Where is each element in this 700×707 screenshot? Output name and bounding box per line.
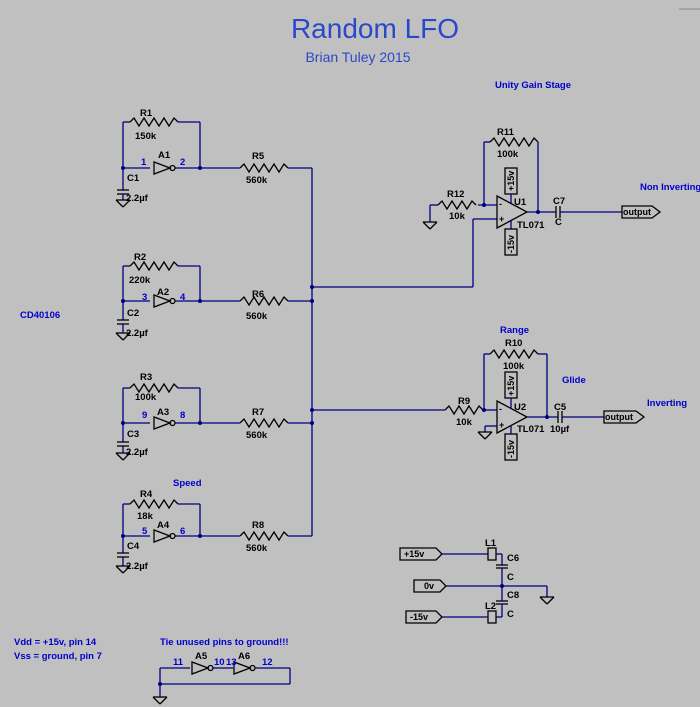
c7-ref: C7 — [553, 196, 565, 207]
glide-note: Glide — [562, 375, 586, 386]
r1-value: 150k — [135, 131, 157, 142]
a2-pin-in: 3 — [142, 292, 147, 303]
r2-ref: R2 — [134, 252, 146, 263]
schematic-subtitle: Brian Tuley 2015 — [305, 49, 410, 65]
c3-ref: C3 — [127, 429, 139, 440]
speed-note: Speed — [173, 478, 202, 489]
u1-vminus: -15v — [506, 235, 516, 253]
chip-note: CD40106 — [20, 310, 60, 321]
r5-ref: R5 — [252, 151, 265, 162]
l2-ref: L2 — [485, 601, 496, 612]
c7-value: C — [555, 217, 562, 228]
c4-value: 2.2µf — [126, 561, 149, 572]
unity-gain-note: Unity Gain Stage — [495, 80, 571, 91]
tie-unused-note: Tie unused pins to ground!!! — [160, 637, 289, 648]
a1-pin-out: 2 — [180, 157, 185, 168]
output-port-2: output — [605, 412, 633, 422]
c2-ref: C2 — [127, 308, 139, 319]
c8-value: C — [507, 609, 514, 620]
c5-value: 10µf — [550, 424, 570, 435]
u1-stage: - + +15v -15v U1 TL071 R11 100k R12 10k … — [422, 127, 662, 256]
a3-pin-out: 8 — [180, 410, 185, 421]
c5-ref: C5 — [554, 402, 567, 413]
vdd-note: Vdd = +15v, pin 14 — [14, 637, 97, 648]
c1-ref: C1 — [127, 173, 140, 184]
l1-ref: L1 — [485, 538, 497, 549]
r7-ref: R7 — [252, 407, 264, 418]
r8-value: 560k — [246, 543, 268, 554]
r7-value: 560k — [246, 430, 268, 441]
a5-pin-in: 11 — [173, 657, 184, 668]
c8-ref: C8 — [507, 590, 519, 601]
u2-model: TL071 — [517, 424, 545, 435]
u1-ref: U1 — [514, 197, 527, 208]
c2-value: 2.2µf — [126, 328, 149, 339]
u1-model: TL071 — [517, 220, 545, 231]
a1-ref: A1 — [158, 150, 171, 161]
u2-stage: - + +15v -15v U2 TL071 R10 100k R9 10k C… — [444, 338, 646, 461]
svg-text:-: - — [499, 404, 502, 414]
svg-text:+: + — [499, 214, 504, 224]
r11-ref: R11 — [497, 127, 515, 138]
svg-text:-: - — [499, 199, 502, 209]
c6-value: C — [507, 572, 514, 583]
a4-pin-in: 5 — [142, 526, 148, 537]
r11-value: 100k — [497, 149, 519, 160]
u2-vplus: +15v — [506, 376, 516, 396]
a6-pin-in: 13 — [226, 657, 237, 668]
c6-ref: C6 — [507, 553, 519, 564]
r5-value: 560k — [246, 175, 268, 186]
a6-ref: A6 — [238, 651, 250, 662]
a3-ref: A3 — [157, 407, 169, 418]
c1-value: 2.2µf — [126, 193, 149, 204]
summing-bus — [310, 168, 497, 536]
inverting-note: Inverting — [647, 398, 687, 409]
r8-ref: R8 — [252, 520, 264, 531]
r6-value: 560k — [246, 311, 268, 322]
output-port-1: output — [623, 207, 651, 217]
r10-ref: R10 — [505, 338, 522, 349]
svg-text:+: + — [499, 420, 504, 430]
non-inverting-note: Non Inverting — [640, 182, 700, 193]
a6-pin-out: 12 — [262, 657, 273, 668]
r3-ref: R3 — [140, 372, 152, 383]
a4-pin-out: 6 — [180, 526, 185, 537]
a1-pin-in: 1 — [141, 157, 147, 168]
a3-pin-in: 9 — [142, 410, 147, 421]
oscillator-1: R1 150k A1 1 2 C1 2.2µf R5 560k — [115, 108, 312, 208]
oscillator-4: R4 18k A4 5 6 C4 2.2µf R8 560k — [115, 489, 312, 574]
u2-vminus: -15v — [506, 440, 516, 458]
u2-ref: U2 — [514, 402, 526, 413]
a5-pin-out: 10 — [214, 657, 225, 668]
a5-ref: A5 — [195, 651, 208, 662]
power-supply: +15v 0v -15v L1 L2 C6 C C8 C — [399, 538, 555, 624]
a2-pin-out: 4 — [180, 292, 186, 303]
a2-ref: A2 — [157, 287, 169, 298]
r3-value: 100k — [135, 392, 157, 403]
oscillator-2: R2 220k A2 3 4 C2 2.2µf R6 560k — [115, 252, 312, 341]
r9-value: 10k — [456, 417, 473, 428]
a4-ref: A4 — [157, 520, 170, 531]
c4-ref: C4 — [127, 541, 140, 552]
schematic-title: Random LFO — [291, 13, 459, 44]
r4-value: 18k — [137, 511, 154, 522]
unused-gates: A5 A6 11 10 13 12 — [152, 651, 291, 705]
oscillator-3: R3 100k A3 9 8 C3 2.2µf R7 560k — [115, 372, 312, 461]
r10-value: 100k — [503, 361, 525, 372]
r6-ref: R6 — [252, 289, 264, 300]
r12-ref: R12 — [447, 189, 464, 200]
r2-value: 220k — [129, 275, 151, 286]
r4-ref: R4 — [140, 489, 153, 500]
r12-value: 10k — [449, 211, 466, 222]
vss-note: Vss = ground, pin 7 — [14, 651, 102, 662]
port-zero: 0v — [424, 581, 434, 591]
port-plus15: +15v — [404, 549, 424, 559]
r9-ref: R9 — [458, 396, 470, 407]
u1-vplus: +15v — [506, 171, 516, 191]
port-minus15: -15v — [410, 612, 428, 622]
range-note: Range — [500, 325, 529, 336]
c3-value: 2.2µf — [126, 447, 149, 458]
r1-ref: R1 — [140, 108, 153, 119]
